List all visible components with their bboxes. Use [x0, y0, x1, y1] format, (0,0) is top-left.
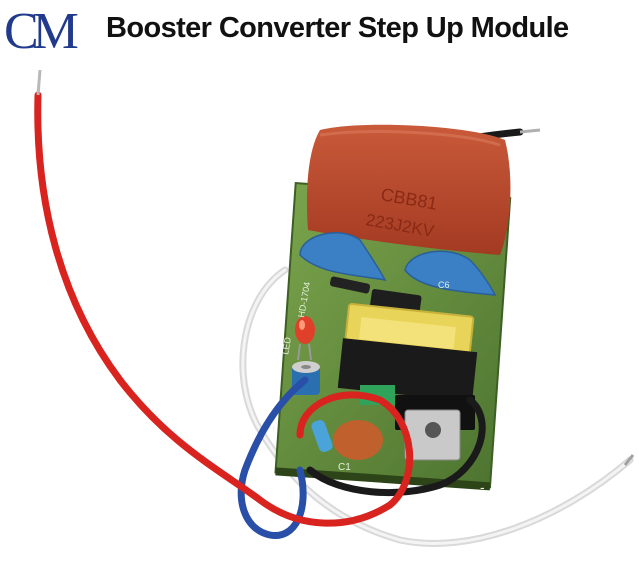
ceramic-capacitors: C6 [299, 232, 497, 296]
ceramic-orange-capacitor [333, 420, 383, 460]
mosfet [395, 395, 475, 461]
pcb-label-led: LED [280, 336, 293, 355]
resistor [311, 419, 333, 453]
pcb-label-c1: C1 [338, 462, 351, 473]
diode [329, 276, 371, 294]
page-header: CM Booster Converter Step Up Module [0, 0, 639, 62]
red-wire [34, 91, 414, 527]
red-led [295, 316, 315, 361]
pcb-label-minus: - [480, 479, 485, 495]
page-title: Booster Converter Step Up Module [106, 12, 569, 44]
transformer [337, 303, 478, 405]
pcb-label-c6: C6 [438, 280, 450, 290]
logo-text: CM [4, 4, 78, 54]
cm-logo: CM [4, 4, 84, 54]
film-capacitor: CBB81 223J2KV [306, 124, 511, 255]
pcb-label-plus: + [270, 421, 277, 435]
product-photo: CBB81 223J2KV C6 C1 LED HD-1704 [34, 69, 635, 547]
black-wire-loop [306, 396, 486, 496]
